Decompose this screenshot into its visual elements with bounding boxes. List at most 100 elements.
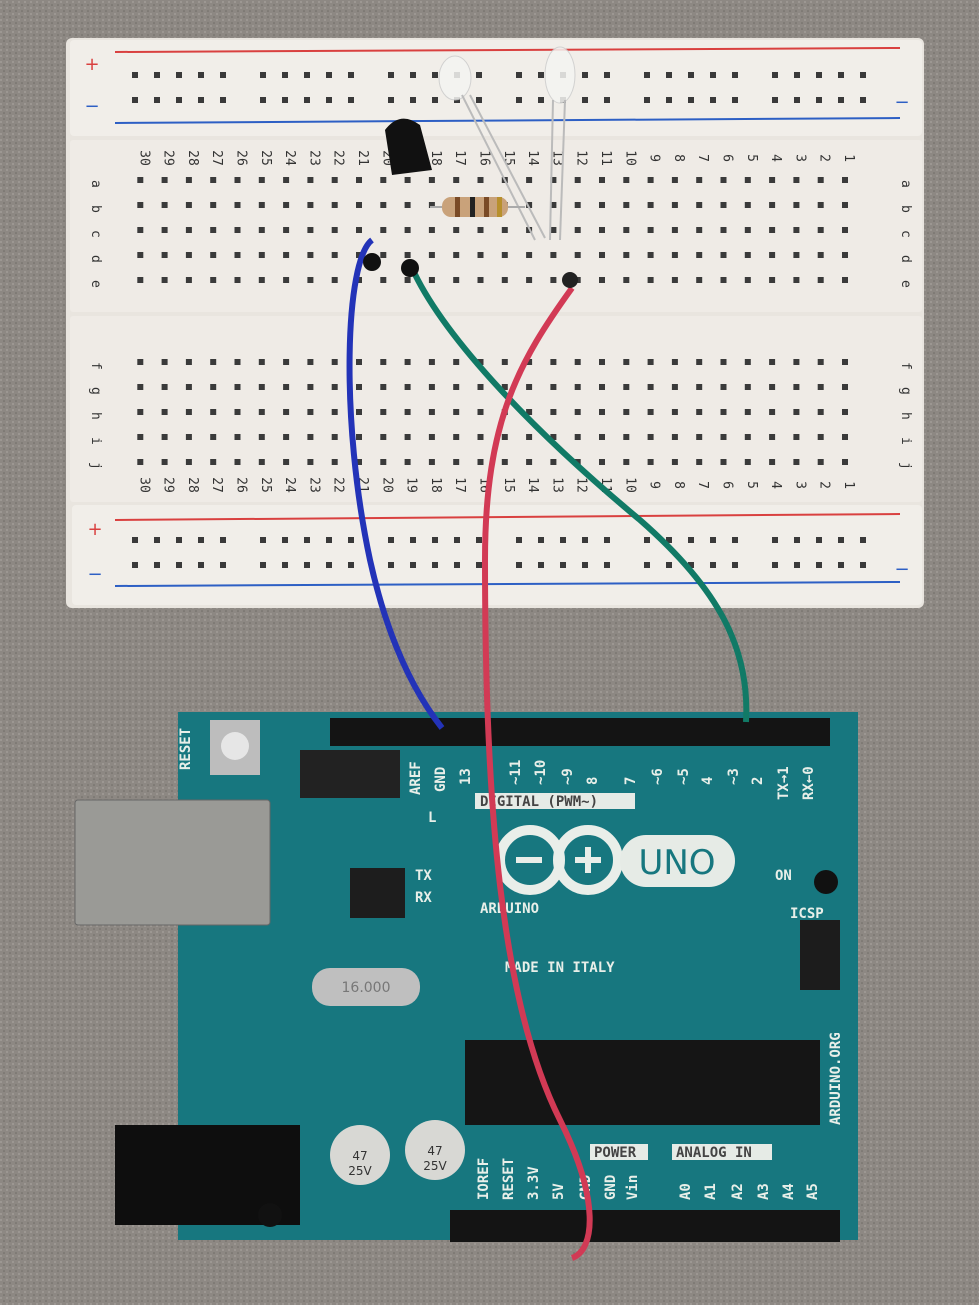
rail-hole — [644, 72, 650, 78]
rail-hole — [794, 562, 800, 568]
logo-text: ARDUINO — [480, 901, 539, 917]
column-number: 18 — [428, 150, 443, 166]
rail-hole — [132, 72, 138, 78]
reset-label: RESET — [178, 728, 194, 770]
breadboard-hole — [404, 227, 411, 233]
breadboard-hole — [283, 359, 290, 365]
aref-label: AREF — [408, 761, 424, 795]
breadboard-hole — [599, 227, 605, 233]
row-letter: e — [88, 280, 103, 288]
rx-led-label: RX — [415, 890, 432, 906]
breadboard-hole — [623, 409, 630, 415]
column-number: 23 — [306, 150, 321, 166]
row-letter: j — [898, 462, 913, 470]
rail-hole — [176, 72, 182, 78]
row-letter: i — [88, 437, 103, 445]
rail-hole — [198, 562, 204, 568]
rail-hole — [582, 97, 588, 103]
breadboard-hole — [137, 227, 144, 233]
breadboard-hole — [817, 459, 824, 465]
breadboard-hole — [428, 277, 435, 283]
breadboard-hole — [744, 434, 751, 440]
row-letter: b — [88, 205, 103, 213]
breadboard-hole — [453, 459, 460, 465]
rail-hole — [132, 562, 138, 568]
breadboard-hole — [817, 277, 824, 283]
breadboard-hole — [453, 252, 460, 258]
breadboard-hole — [477, 459, 484, 465]
icsp-header-2 — [300, 750, 400, 798]
analog-pin-label: A2 — [730, 1183, 746, 1200]
row-letter: h — [898, 412, 913, 420]
rail-hole — [304, 537, 310, 543]
made-in-label: MADE IN ITALY — [505, 960, 615, 976]
breadboard-hole — [210, 409, 217, 415]
column-number: 12 — [574, 150, 589, 166]
breadboard-hole — [137, 202, 144, 208]
atmega-chip — [465, 1040, 820, 1125]
breadboard-hole — [623, 384, 630, 390]
breadboard-hole — [671, 434, 678, 440]
breadboard-hole — [623, 202, 630, 208]
rail-hole — [860, 562, 866, 568]
breadboard-hole — [671, 359, 678, 365]
row-letter: d — [88, 255, 103, 263]
breadboard-hole — [137, 384, 144, 390]
breadboard-hole — [574, 202, 581, 208]
rail-hole — [860, 72, 866, 78]
breadboard-hole — [817, 384, 824, 390]
breadboard-hole — [599, 252, 605, 258]
analog-pin-label: A3 — [756, 1183, 772, 1200]
breadboard-hole — [380, 277, 387, 283]
row-letter: j — [88, 462, 103, 470]
row-letter: b — [898, 205, 913, 213]
breadboard-hole — [258, 227, 265, 233]
breadboard-hole — [453, 434, 460, 440]
breadboard-hole — [574, 409, 581, 415]
column-number: 3 — [792, 481, 807, 489]
breadboard-hole — [234, 202, 241, 208]
breadboard-hole — [842, 459, 848, 465]
breadboard-hole — [331, 202, 338, 208]
breadboard-hole — [356, 434, 362, 440]
rail-hole — [582, 72, 588, 78]
rail-hole — [154, 562, 160, 568]
breadboard-hole — [769, 202, 776, 208]
rail-hole — [410, 562, 416, 568]
icsp-label: ICSP — [790, 906, 824, 922]
capacitor-2 — [405, 1120, 465, 1180]
breadboard-hole — [210, 384, 217, 390]
rail-hole — [476, 562, 482, 568]
breadboard-hole — [842, 177, 848, 183]
rail-hole — [476, 537, 482, 543]
breadboard-hole — [428, 202, 435, 208]
rail-hole — [538, 97, 544, 103]
breadboard-hole — [720, 277, 727, 283]
column-number: 5 — [744, 154, 759, 162]
rail-hole — [560, 537, 566, 543]
breadboard-hole — [477, 177, 484, 183]
breadboard-hole — [671, 384, 678, 390]
breadboard-hole — [404, 252, 411, 258]
breadboard-hole — [404, 177, 411, 183]
breadboard-hole — [307, 227, 314, 233]
breadboard-hole — [161, 177, 168, 183]
rail-hole — [816, 97, 822, 103]
breadboard-hole — [331, 409, 338, 415]
rail-hole — [666, 537, 672, 543]
l-led-label: L — [428, 810, 436, 826]
breadboard-hole — [842, 227, 848, 233]
rail-hole — [772, 97, 778, 103]
rail-hole — [516, 97, 522, 103]
column-number: 26 — [234, 477, 249, 493]
breadboard-hole — [696, 384, 703, 390]
breadboard-hole — [258, 177, 265, 183]
top-rail-blue-line — [114, 117, 901, 124]
rail-hole — [732, 537, 738, 543]
rail-hole — [198, 537, 204, 543]
rail-hole — [816, 562, 822, 568]
rail-hole — [688, 562, 694, 568]
analog-pin-label: A4 — [781, 1183, 797, 1200]
rail-hole — [198, 72, 204, 78]
row-letter: g — [898, 387, 913, 395]
